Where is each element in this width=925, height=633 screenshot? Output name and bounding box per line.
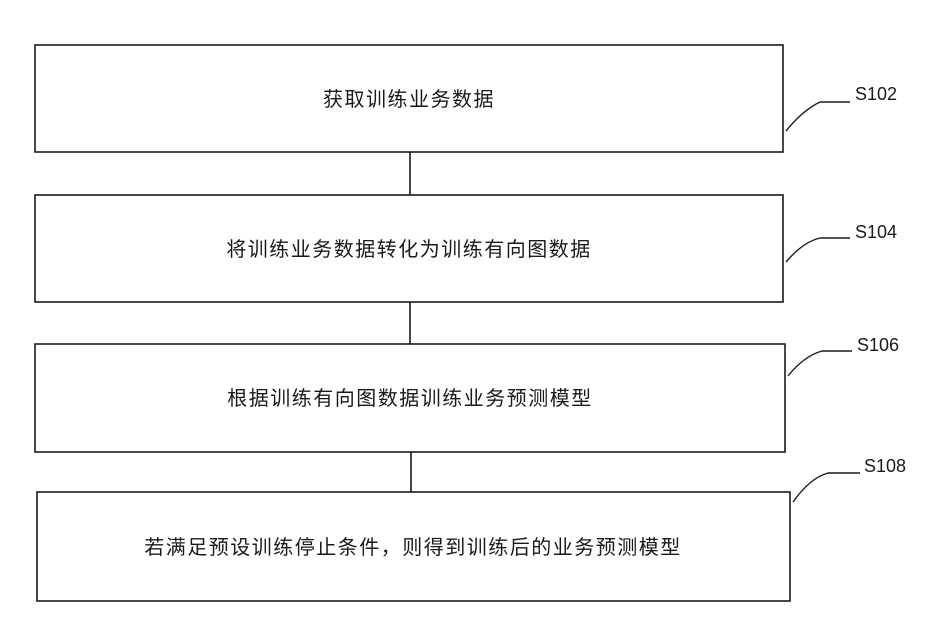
step-text: 获取训练业务数据: [323, 87, 495, 111]
step-leader-line: [786, 238, 850, 262]
step-leader-line: [788, 351, 852, 376]
step-s104: 将训练业务数据转化为训练有向图数据 S104: [35, 195, 897, 302]
step-s108: 若满足预设训练停止条件，则得到训练后的业务预测模型 S108: [37, 456, 906, 601]
step-text: 将训练业务数据转化为训练有向图数据: [226, 237, 592, 261]
step-label: S106: [857, 335, 899, 355]
step-s102: 获取训练业务数据 S102: [35, 45, 897, 152]
step-leader-line: [786, 102, 850, 131]
step-label: S108: [864, 456, 906, 476]
step-text: 若满足预设训练停止条件，则得到训练后的业务预测模型: [144, 535, 682, 559]
step-text: 根据训练有向图数据训练业务预测模型: [227, 386, 593, 410]
step-s106: 根据训练有向图数据训练业务预测模型 S106: [35, 335, 899, 452]
step-label: S102: [855, 84, 897, 104]
step-label: S104: [855, 222, 897, 242]
step-leader-line: [793, 473, 860, 502]
